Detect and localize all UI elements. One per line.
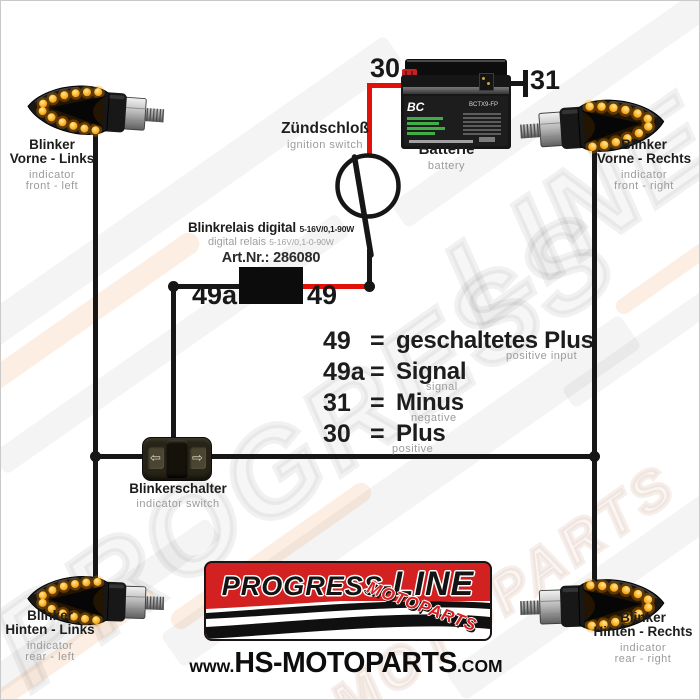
ignition-switch-symbol: [335, 153, 401, 219]
indicator-rear-right-label: Blinker Hinten - Rechts indicator rear -…: [593, 610, 693, 666]
indicator-front-right-label: Blinker Vorne - Rechts indicator front -…: [596, 137, 692, 193]
logo-racing-stripes: [206, 601, 490, 639]
ignition-label: Zündschloß: [281, 120, 369, 137]
relay-box: [239, 267, 303, 304]
battery-label: Batterie: [418, 141, 475, 158]
battery-image: BC BCTX9-FP: [399, 57, 513, 151]
junction-dot: [90, 451, 101, 462]
left-arrow-icon: ⇦: [147, 446, 164, 469]
junction-dot: [589, 451, 600, 462]
battery-ce-mark: [479, 137, 495, 142]
switch-sublabel: indicator switch: [136, 498, 220, 511]
indicator-rear-left-label: Blinker Hinten - Links indicator rear - …: [5, 608, 95, 664]
relay-subtitle: digital relais: [208, 236, 267, 249]
relay-subtitle-spec: 5-16V/0,1-0-90W: [269, 237, 334, 248]
battery-brand-logo: BC: [407, 100, 425, 114]
legend-row: 49=geschaltetes Plus positive input: [323, 327, 594, 363]
junction-dot: [168, 281, 179, 292]
legend-row: 49a=Signal signal: [323, 358, 467, 394]
right-arrow-icon: ⇨: [189, 446, 206, 469]
relay-label-block: Blinkrelais digital 5-16V/0,1-90W digita…: [161, 220, 381, 266]
relay-title: Blinkrelais digital: [187, 220, 296, 235]
legend-row: 30=Plus positive: [323, 420, 446, 456]
relay-title-spec: 5-16V/0,1-90W: [299, 224, 355, 234]
junction-dot: [364, 281, 375, 292]
ignition-sublabel: ignition switch: [287, 139, 363, 152]
terminal-legend: 49=geschaltetes Plus positive input 49a=…: [323, 327, 594, 456]
terminal-31-label: 31: [530, 65, 561, 95]
ignition-label-block: Zündschloß ignition switch: [255, 120, 395, 152]
progress-line-logo: PROGRESS-LINE MOTOPARTS: [204, 561, 492, 641]
relay-art-number: Art.Nr.: 286080: [221, 249, 321, 266]
switch-rocker: [166, 440, 188, 478]
battery-label-block: Batterie battery: [389, 142, 504, 173]
terminal-30-label: 30: [370, 53, 401, 83]
website-url: www.HS-MOTOPARTS.com: [189, 647, 503, 679]
battery-sublabel: battery: [427, 159, 466, 172]
switch-label-block: Blinkerschalter indicator switch: [113, 481, 243, 511]
battery-negative-terminal: [479, 73, 494, 91]
ignition-switch-lever: [351, 154, 374, 258]
terminal-49-label: 49: [307, 280, 338, 310]
switch-label: Blinkerschalter: [129, 481, 227, 496]
indicator-switch-image: ⇦ ⇨: [142, 437, 212, 481]
battery-model-text: BCTX9-FP: [469, 102, 499, 108]
terminal-49a-label: 49a: [191, 280, 237, 310]
indicator-front-left-label: Blinker Vorne - Links indicator front - …: [9, 137, 95, 193]
legend-row: 31=Minus negative: [323, 389, 464, 425]
logo-brand-text: PROGRESS-LINE: [221, 565, 475, 603]
indicator-front-left-image: [23, 76, 167, 146]
